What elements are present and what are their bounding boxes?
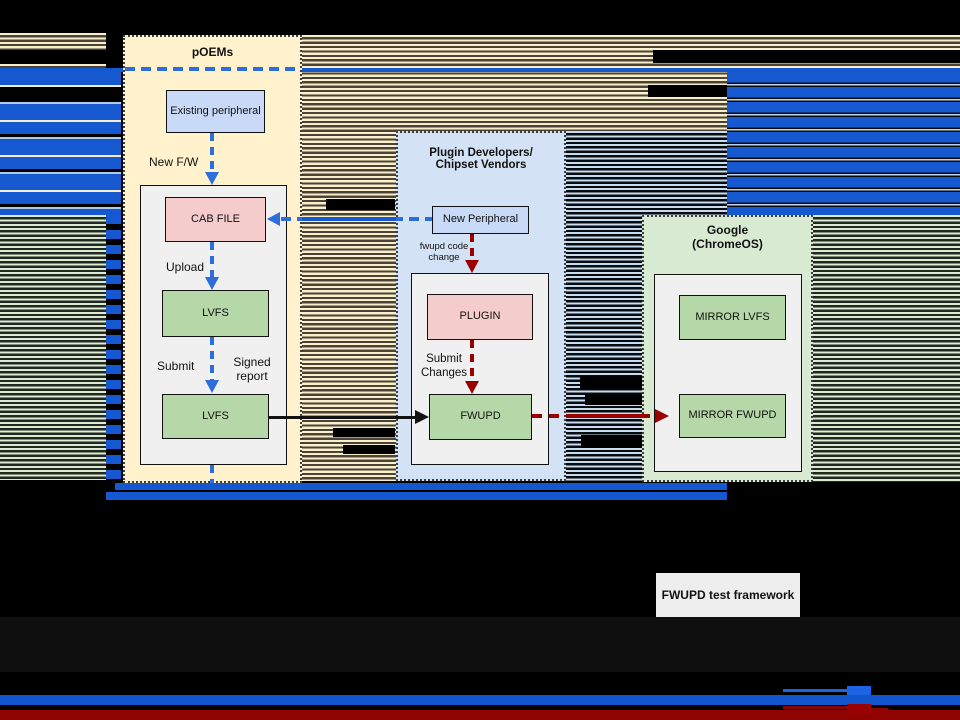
arrowhead-into-mirror-fwupd xyxy=(655,409,669,423)
glitch-stripes-lightblue-above-google xyxy=(642,131,727,215)
glitch-dark-band xyxy=(0,617,960,672)
footer-red-bar xyxy=(0,710,960,720)
footer-blue-bar xyxy=(0,695,960,705)
google-title-line2: (ChromeOS) xyxy=(692,237,763,251)
glitch-black-bar-4 xyxy=(333,428,395,437)
glitch-black-band-top-left xyxy=(0,50,106,64)
fwupd-test-framework-box: FWUPD test framework xyxy=(656,573,800,617)
signed-report-label: Signed report xyxy=(233,355,271,384)
glitch-black-bar-2 xyxy=(648,85,727,97)
new-fw-label: New F/W xyxy=(149,155,199,169)
lvfs-bottom-node: LVFS xyxy=(162,394,269,439)
glitch-red-thin-line xyxy=(783,706,847,709)
plugin-title-line1: Plugin Developers/ xyxy=(429,147,533,159)
connector-fwupd-dashes xyxy=(532,414,566,418)
fwupd-code-change-label: fwupd code change xyxy=(419,241,469,264)
submit-label: Submit xyxy=(157,359,195,373)
arrow-lvfs-to-lvfs xyxy=(210,337,214,380)
arrowhead-plugin-to-fwupd xyxy=(465,381,479,394)
glitch-black-bar-7 xyxy=(585,394,642,405)
arrowhead-newperipheral-to-plugin xyxy=(465,260,479,273)
arrowhead-into-cab xyxy=(267,212,280,226)
glitch-stripes-lightblue-gap xyxy=(566,131,642,481)
plugin-title-line2: Chipset Vendors xyxy=(435,159,527,171)
lvfs-top-node: LVFS xyxy=(162,290,269,337)
arrow-cab-to-lvfs xyxy=(210,242,214,277)
fwupd-node: FWUPD xyxy=(429,394,532,440)
existing-peripheral-node: Existing peripheral xyxy=(166,90,265,133)
dashed-tail-below-poems xyxy=(210,465,214,483)
connector-fwupd-solid xyxy=(566,414,650,418)
glitch-stripes-mid-gap xyxy=(302,35,396,481)
arrowhead-cab-to-lvfs xyxy=(205,277,219,290)
cab-file-node: CAB FILE xyxy=(165,197,266,242)
mirror-lvfs-node: MIRROR LVFS xyxy=(679,295,786,340)
glitch-blue-bars-right xyxy=(727,72,960,215)
google-title-line1: Google xyxy=(706,223,749,237)
arrow-existing-to-cab xyxy=(210,133,214,172)
glitch-stripes-green-right xyxy=(813,215,960,482)
glitch-blue-line-full xyxy=(0,68,960,72)
glitch-stripes-green-left xyxy=(0,215,106,480)
arrow-plugin-to-fwupd xyxy=(470,340,474,381)
connector-solid-segment xyxy=(302,217,396,221)
new-peripheral-node: New Peripheral xyxy=(432,206,529,234)
submit-changes-label: Submit Changes xyxy=(420,353,468,379)
glitch-blue-bar-a xyxy=(115,483,727,490)
poems-top-dashed-divider xyxy=(125,67,300,71)
plugin-node: PLUGIN xyxy=(427,294,533,340)
glitch-black-bar-8 xyxy=(581,435,642,448)
plugin-panel-title: Plugin Developers/ Chipset Vendors xyxy=(396,147,566,171)
arrow-newperipheral-to-plugin xyxy=(470,234,474,260)
glitch-blue-bar-b xyxy=(106,492,727,500)
glitch-black-bar-1 xyxy=(653,50,960,63)
upload-label: Upload xyxy=(166,260,205,274)
glitch-black-band-left xyxy=(0,87,121,100)
connector-lvfs-to-fwupd xyxy=(269,416,415,419)
arrowhead-into-fwupd xyxy=(415,410,429,424)
glitch-red-thin-line-2 xyxy=(871,708,888,711)
mirror-fwupd-node: MIRROR FWUPD xyxy=(679,394,786,438)
glitch-red-square xyxy=(847,704,871,714)
arrowhead-lvfs-to-lvfs xyxy=(205,380,219,393)
glitch-black-bar-3 xyxy=(326,199,395,210)
poems-panel-title: pOEMs xyxy=(191,45,234,59)
arrowhead-existing-to-cab xyxy=(205,172,219,185)
glitch-blue-thin-line xyxy=(783,689,847,692)
google-panel-title: Google (ChromeOS) xyxy=(642,223,813,251)
glitch-black-bar-5 xyxy=(343,445,395,454)
glitch-blue-dash-column xyxy=(106,215,121,483)
glitch-black-bar-6 xyxy=(580,376,642,389)
